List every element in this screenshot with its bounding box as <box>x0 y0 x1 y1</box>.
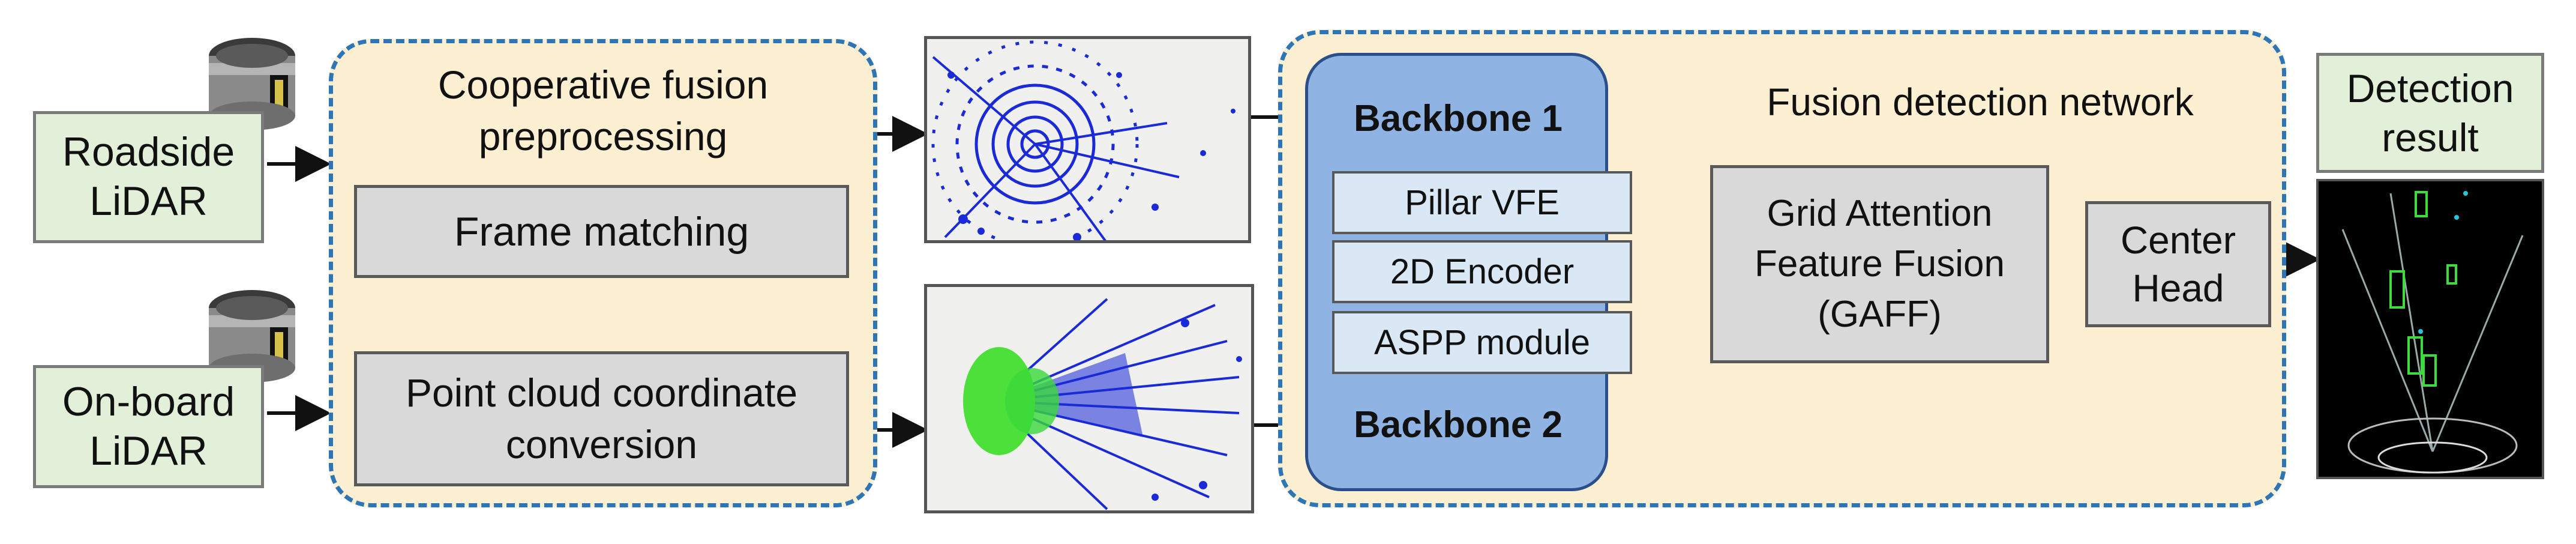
backbone-2-label: Backbone 2 <box>1353 404 1563 446</box>
pillar-vfe-box: Pillar VFE <box>1332 171 1632 234</box>
fusion-network-title: Fusion detection network <box>1767 80 2194 124</box>
gaff-box: Grid Attention Feature Fusion (GAFF) <box>1710 165 2049 363</box>
center-head-box: Center Head <box>2085 201 2271 327</box>
coordinate-conversion-box: Point cloud coordinate conversion <box>354 351 849 486</box>
detection-result-label: Detection result <box>2316 53 2544 173</box>
aspp-module-box: ASPP module <box>1332 311 1632 374</box>
detection-result-image <box>2316 179 2544 479</box>
roadside-lidar-box: Roadside LiDAR <box>33 111 264 243</box>
onboard-lidar-box: On-board LiDAR <box>33 365 264 488</box>
lidar-sensor-icon <box>204 285 300 387</box>
frame-matching-box: Frame matching <box>354 185 849 278</box>
2d-encoder-box: 2D Encoder <box>1332 240 1632 303</box>
backbone-1-label: Backbone 1 <box>1353 98 1563 139</box>
onboard-point-cloud-image <box>924 284 1254 513</box>
preprocessing-title: Cooperative fusion preprocessing <box>437 62 769 159</box>
roadside-point-cloud-image <box>924 36 1251 243</box>
